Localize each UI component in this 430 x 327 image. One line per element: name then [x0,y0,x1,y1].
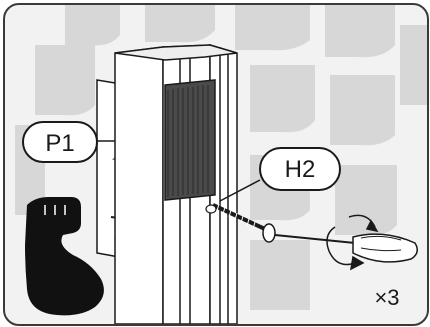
illustration-frame: P1 [3,3,429,326]
assembly-illustration: P1 [5,5,427,324]
callout-p1-label: P1 [45,130,74,157]
rail-insert [165,80,215,200]
quantity-label: ×3 [374,285,399,310]
callout-h2-label: H2 [285,156,316,183]
flexed-arm-icon [25,197,104,315]
